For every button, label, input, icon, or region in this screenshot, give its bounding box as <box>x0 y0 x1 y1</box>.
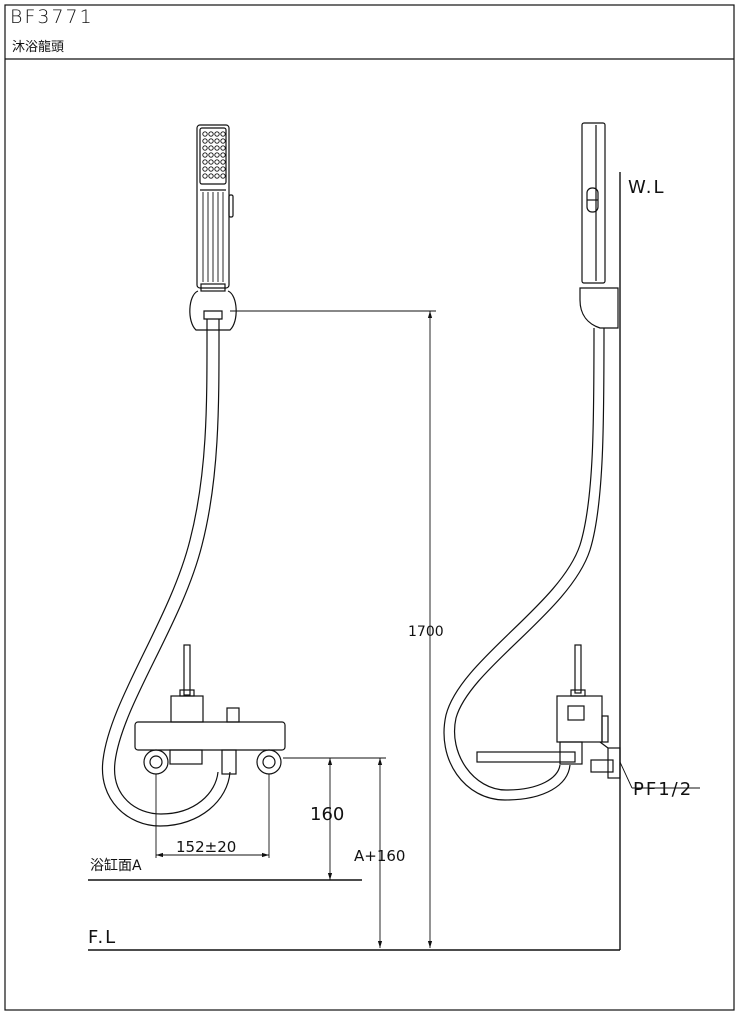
hand-shower-front <box>196 124 234 292</box>
floor-height-dimension: A+160 <box>354 847 405 865</box>
front-view <box>88 124 620 951</box>
thread-leader-line <box>619 761 633 789</box>
spray-nozzle-grid <box>202 131 226 179</box>
model-code: BF3771 <box>10 6 94 28</box>
hand-shower-side <box>581 122 606 284</box>
mixer-body-side <box>476 644 621 779</box>
front-dimension-lines <box>155 310 436 948</box>
shower-holder-side <box>579 287 619 329</box>
drawing-frame <box>4 4 735 1011</box>
floor-line-label: F.L <box>88 927 117 948</box>
shower-hose-front <box>101 318 231 827</box>
centre-spacing-dimension: 152±20 <box>176 838 236 856</box>
side-view <box>443 122 700 950</box>
shower-hose-side <box>443 327 605 801</box>
bathtub-surface-label: 浴缸面A <box>90 857 142 874</box>
shower-holder-front <box>189 290 237 331</box>
tub-height-dimension: 160 <box>310 804 344 825</box>
total-height-dimension: 1700 <box>408 624 444 640</box>
pipe-thread-label: PF1/2 <box>633 779 693 800</box>
mixer-body-front <box>134 644 286 775</box>
handle-ribs <box>202 192 224 282</box>
wall-line-label: W.L <box>628 177 665 198</box>
product-name: 沐浴龍頭 <box>12 40 65 55</box>
